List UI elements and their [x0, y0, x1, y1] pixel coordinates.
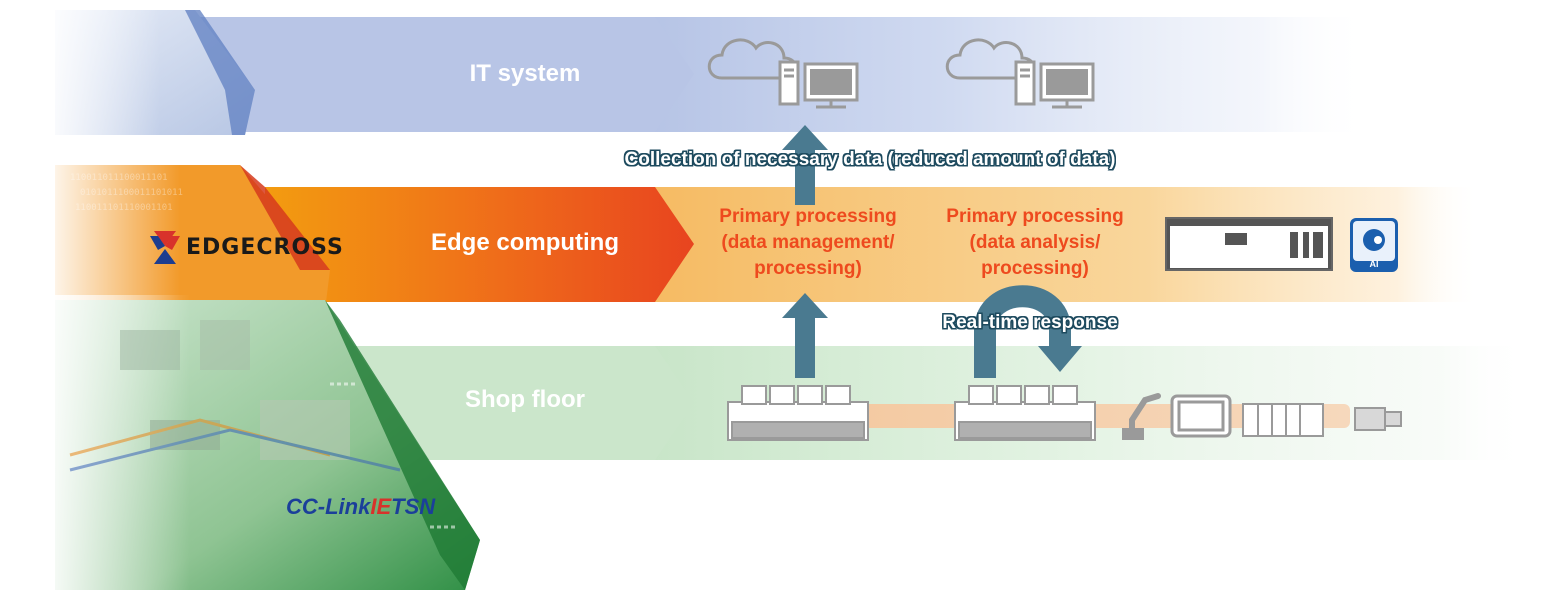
primary-processing-title: Primary processing — [946, 206, 1124, 227]
shop-3d-block-edge — [325, 300, 480, 590]
edge-computing-arrow — [265, 187, 694, 302]
primary-processing-detail: processing) — [754, 258, 862, 279]
edge-computing-label: Edge computing — [431, 229, 619, 256]
io-module-icon — [1242, 403, 1324, 437]
cclink-ie-tsn-logo: CC-LinkIETSN — [286, 494, 435, 520]
edgecross-logo: EDGECROSS — [186, 235, 344, 260]
edge-3d-block-edge — [240, 165, 330, 270]
svg-text:110011101110001101: 110011101110001101 — [75, 203, 173, 213]
it-system-band — [40, 5, 1370, 140]
cclink-logo-ie: IE — [370, 494, 392, 519]
binary-pattern: 110011011100011101 0101011100011101011 1… — [70, 173, 183, 213]
u-turn-arrow-icon — [974, 285, 1071, 378]
desktop-computer-icon — [778, 60, 859, 109]
cclink-logo-prefix: CC-Link — [286, 494, 371, 519]
up-arrow-icon — [782, 293, 828, 378]
svg-text:110011011100011101: 110011011100011101 — [70, 173, 168, 183]
realtime-annotation: Real-time response — [942, 312, 1118, 333]
primary-processing-analysis: Primary processing (data analysis/ proce… — [925, 204, 1145, 282]
robot-arm-icon — [1122, 393, 1161, 440]
primary-processing-title: Primary processing — [719, 206, 897, 227]
up-arrow-icon — [782, 125, 828, 205]
it-system-arrow — [200, 17, 694, 132]
edge-computing-band — [40, 160, 1480, 315]
shop-floor-label: Shop floor — [465, 386, 585, 413]
primary-processing-detail: (data analysis/ — [969, 232, 1101, 253]
u-turn-arrow-head — [1038, 346, 1082, 372]
ai-badge-label: AI — [1369, 259, 1379, 269]
cloud-computer-2 — [945, 38, 1095, 109]
it-3d-block-edge — [185, 10, 255, 135]
ai-brain-icon — [1350, 218, 1398, 272]
it-left-fade — [40, 5, 160, 140]
it-band-extension — [640, 17, 1370, 132]
edge-band-extension — [650, 187, 1480, 302]
plc-module-icon — [954, 385, 1096, 441]
factory-illustration — [69, 320, 455, 529]
primary-processing-management: Primary processing (data management/ pro… — [698, 204, 918, 282]
collection-annotation: Collection of necessary data (reduced am… — [624, 149, 1116, 170]
shop-floor-band — [40, 295, 1530, 595]
edge-device-icon — [1165, 217, 1333, 271]
plc-module-icon — [727, 385, 869, 441]
network-connector-icon — [1354, 407, 1402, 431]
shop-floor-arrow — [330, 346, 694, 460]
edgecross-logo-mark — [150, 231, 180, 264]
it-system-label: IT system — [469, 60, 581, 87]
primary-processing-detail: (data management/ — [721, 232, 895, 253]
cloud-computer-1 — [707, 38, 859, 109]
svg-text:0101011100011101011: 0101011100011101011 — [80, 188, 183, 198]
hmi-panel-icon — [1170, 394, 1232, 438]
desktop-computer-icon — [1014, 60, 1095, 109]
cclink-logo-tsn: TSN — [391, 494, 436, 519]
primary-processing-detail: processing) — [981, 258, 1089, 279]
